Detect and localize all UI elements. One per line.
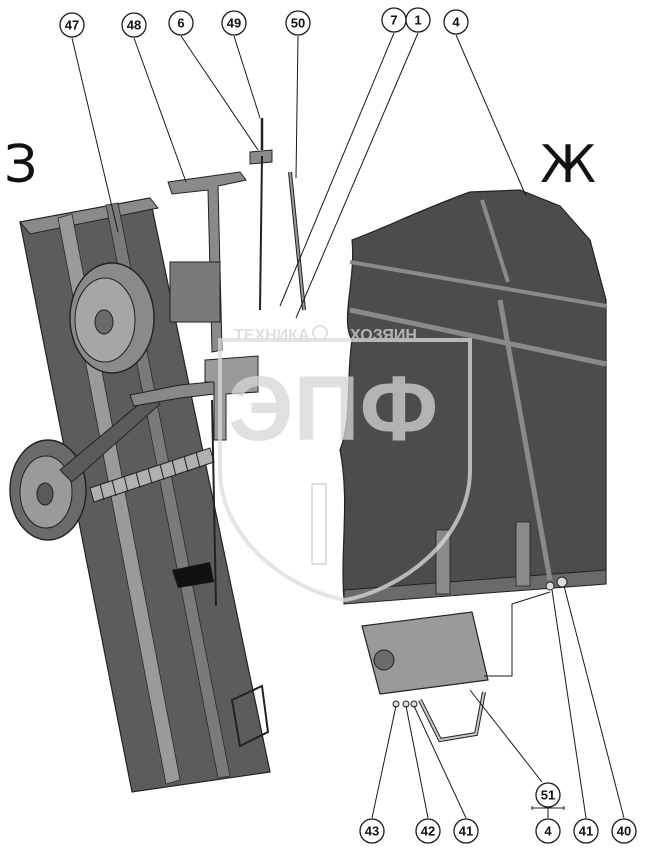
callout-42-label: 42 (421, 824, 435, 839)
callout-41-right-label: 41 (579, 824, 593, 839)
section-label-left: З (4, 135, 37, 195)
panel-post (497, 299, 553, 581)
callout-40-label: 40 (617, 824, 631, 839)
callout-6: 6 (168, 10, 194, 36)
callout-50: 50 (285, 10, 311, 36)
callout-51-label: 51 (541, 788, 555, 803)
callout-49: 49 (221, 10, 247, 36)
section-label-right: Ж (540, 135, 596, 195)
panel-bracket-right (515, 521, 531, 587)
arm-lower (59, 394, 161, 483)
watermark-brand-left: ТЕХНИКА (234, 327, 310, 344)
callout-7: 7 (381, 7, 407, 33)
callout-48-label: 48 (127, 18, 141, 33)
watermark-brand-right: ХОЗЯИН (350, 327, 417, 344)
callout-42: 42 (415, 818, 441, 844)
callout-4-bottom: 4 (535, 818, 561, 844)
callout-4-top-label: 4 (452, 15, 460, 30)
bracket-plate-assembly (361, 591, 551, 743)
callout-43-label: 43 (365, 824, 379, 839)
callout-6-label: 6 (177, 16, 184, 31)
panel-body (339, 189, 607, 601)
connector-line (484, 591, 551, 677)
mount-plate (361, 611, 489, 695)
callout-43: 43 (359, 818, 385, 844)
bottom-handle (230, 684, 270, 748)
watermark-shield (218, 338, 472, 603)
callout-47: 47 (59, 12, 85, 38)
watermark-grain-icon (311, 483, 327, 565)
callout-48: 48 (121, 12, 147, 38)
watermark-gear-icon (312, 325, 328, 341)
watermark: ТЕХНИКА ХОЗЯИН ЭПФ (218, 325, 472, 603)
callout-4-top: 4 (443, 9, 469, 35)
leader-lines (71, 32, 625, 819)
gear-housing (169, 261, 221, 323)
left-assembly (9, 118, 306, 793)
watermark-emblem: ЭПФ (228, 358, 438, 460)
panel-diagonal (480, 199, 510, 283)
callout-51: 51 (535, 782, 561, 808)
rod-6 (259, 155, 263, 311)
callout-1: 1 (405, 7, 431, 33)
mount-handle (418, 691, 486, 743)
mount-plate-fitting (373, 649, 395, 671)
callout-1-label: 1 (414, 13, 421, 28)
beam-tab (172, 562, 214, 588)
mount-handle-highlight (419, 691, 485, 742)
callout-41-left: 41 (453, 818, 479, 844)
washer-41 (545, 581, 555, 591)
right-panel (339, 189, 607, 605)
callout-47-label: 47 (65, 18, 79, 33)
callout-41-right: 41 (573, 818, 599, 844)
panel-crossbar-top (349, 260, 607, 308)
callout-41-left-label: 41 (459, 824, 473, 839)
lower-wheel-hub (36, 482, 54, 506)
callout-49-label: 49 (227, 16, 241, 31)
callout-40: 40 (611, 818, 637, 844)
callout-50-label: 50 (291, 16, 305, 31)
panel-crossbar-mid (349, 307, 607, 367)
long-rod (211, 399, 217, 607)
strut-50-highlight (289, 171, 305, 311)
upper-pulley-hub (94, 309, 114, 335)
callout-7-label: 7 (390, 13, 397, 28)
callout-4-bottom-label: 4 (544, 824, 552, 839)
nut-40 (556, 576, 568, 588)
